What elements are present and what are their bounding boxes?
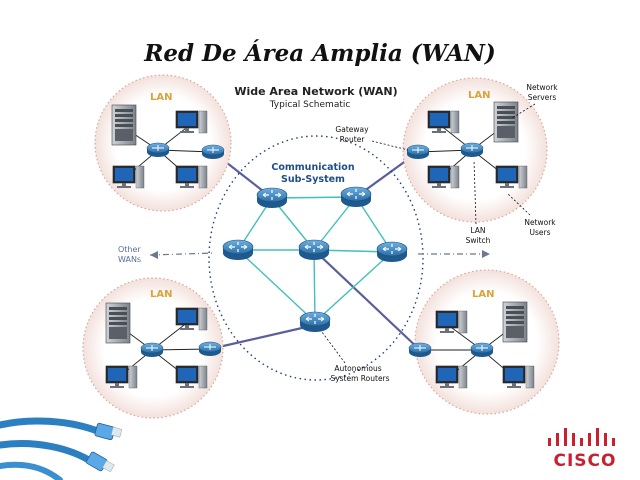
gateway-router-label-line-2: Router <box>340 135 366 144</box>
slide-title: Red De Área Amplia (WAN) <box>144 40 496 67</box>
gateway-router-pointer <box>371 140 409 151</box>
lan-label-bottom-right: LAN <box>472 289 494 300</box>
lan-switch-icon <box>460 142 484 158</box>
lan-switch-label-line-1: LAN <box>470 226 485 235</box>
server-icon <box>502 301 528 343</box>
lan-switch-icon <box>140 342 164 358</box>
lan-switch-pointer <box>473 159 477 225</box>
other-wans-label-line-2: WANs <box>118 255 141 264</box>
autonomous-system-routers-label-line-1: Autonomous <box>334 364 381 373</box>
diagram-title: Wide Area Network (WAN) <box>234 85 397 98</box>
other-wans-arrow-right <box>418 250 490 258</box>
gateway-router-icon <box>406 144 430 160</box>
cisco-logo-wordmark: CISCO <box>553 451 617 471</box>
gateway-router-icon <box>198 341 222 357</box>
server-icon <box>105 302 131 344</box>
communication-subsystem-label-line-2: Sub-System <box>281 174 345 185</box>
other-wans-arrow-left <box>149 251 216 259</box>
network-servers-label-line-2: Servers <box>528 93 557 102</box>
router-icon <box>299 311 331 333</box>
router-icon <box>376 241 408 263</box>
server-icon <box>111 104 137 146</box>
diagram-subtitle: Typical Schematic <box>269 100 351 110</box>
lan-top-left-devices <box>111 104 225 189</box>
lan-bottom-right-devices <box>408 301 535 389</box>
lan-label-bottom-left: LAN <box>150 289 172 300</box>
router-icon <box>256 187 288 209</box>
ethernet-cable-image <box>0 417 123 480</box>
lan-label-top-right: LAN <box>468 90 490 101</box>
network-users-pointer <box>507 193 531 216</box>
communication-subsystem-ring <box>208 135 424 381</box>
router-icon <box>298 239 330 261</box>
network-servers-label-line-1: Network <box>526 83 558 92</box>
lan-switch-icon <box>470 342 494 358</box>
gateway-router-label-line-1: Gateway <box>335 125 369 134</box>
lan-label-top-left: LAN <box>150 92 172 103</box>
network-users-label-line-2: Users <box>529 228 550 237</box>
gateway-router-icon <box>408 342 432 358</box>
lan-bottom-left-devices <box>105 302 222 389</box>
autonomous-system-routers-pointer <box>321 331 346 364</box>
lan-top-right-devices <box>406 101 528 189</box>
router-icon <box>340 186 372 208</box>
lan-switch-label-line-2: Switch <box>466 236 491 245</box>
cisco-logo-bars <box>548 428 615 446</box>
server-icon <box>493 101 519 143</box>
network-servers-pointer <box>511 103 536 119</box>
router-icon <box>222 239 254 261</box>
communication-subsystem-label-line-1: Communication <box>271 162 354 173</box>
autonomous-system-routers-label-line-2: System Routers <box>330 374 389 383</box>
lan-switch-icon <box>146 142 170 158</box>
network-users-label-line-1: Network <box>524 218 556 227</box>
gateway-router-icon <box>201 144 225 160</box>
other-wans-label-line-1: Other <box>118 245 141 254</box>
